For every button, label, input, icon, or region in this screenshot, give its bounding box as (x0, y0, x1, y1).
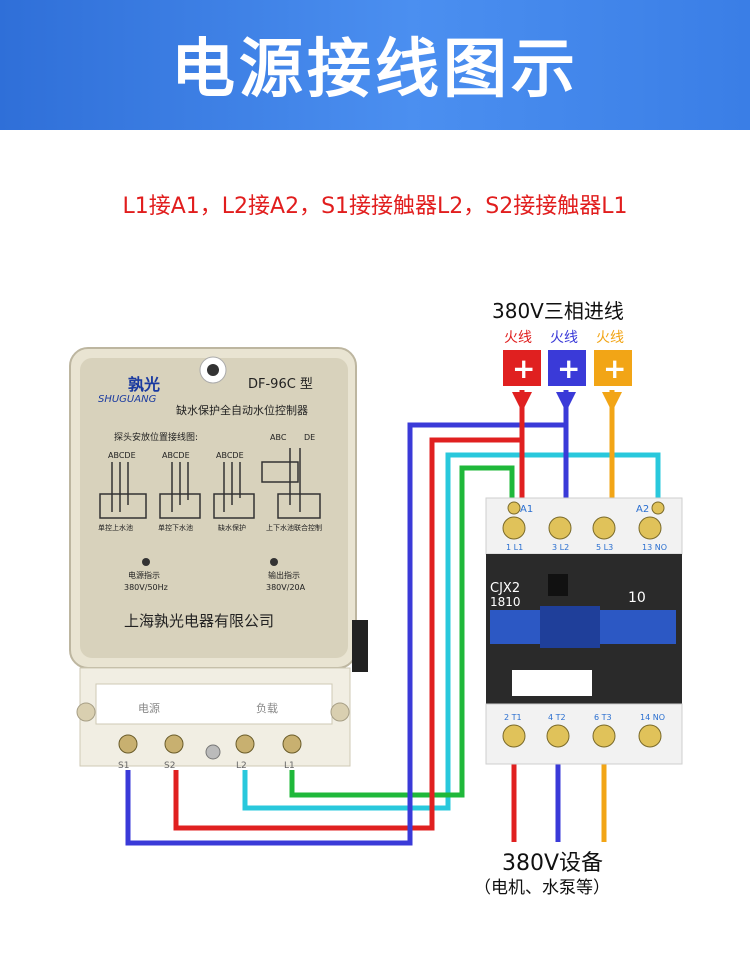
output-rating: 380V/20A (266, 583, 306, 592)
wiring-instruction: L1接A1，L2接A2，S1接接触器L2，S2接接触器L1 (122, 194, 628, 219)
probe-letters-3: ABCDE (216, 451, 244, 460)
probe-letters-2: ABCDE (162, 451, 190, 460)
brand-cn: 孰光 (128, 375, 160, 394)
bottom-terminals (502, 724, 662, 748)
contactor-marker-a1: A1 (520, 504, 533, 515)
mode-3: 缺水保护 (218, 523, 246, 532)
wire-blue-s1-l2 (125, 422, 566, 846)
phase-arrow-red (512, 392, 532, 412)
wire-green-l1-a1 (289, 465, 515, 798)
top-terminal-3: 5 L3 (596, 543, 613, 552)
company-name: 上海孰光电器有限公司 (124, 612, 274, 630)
phase-box-blue (548, 350, 586, 386)
contactor-code: 1810 (490, 595, 521, 609)
output-title: 380V设备 (502, 851, 603, 876)
power-indicator: 电源指示 (128, 570, 160, 580)
mode-4: 上下水池联合控制 (266, 523, 322, 532)
contactor-marker-a2: A2 (636, 504, 649, 515)
phase-arrow-orange (602, 392, 622, 412)
terminal-s2: S2 (164, 761, 175, 771)
phase-symbol-orange: + (603, 352, 626, 385)
bottom-terminal-1: 2 T1 (504, 713, 522, 722)
phase-box-orange (594, 350, 632, 386)
phase-label-orange: 火线 (596, 330, 624, 346)
phase-box-red (503, 350, 541, 386)
output-subtitle: （电机、水泵等） (474, 878, 610, 898)
terminal-group-left: 电源 (138, 701, 160, 715)
probe-title: 探头安放位置接线图: (114, 431, 198, 443)
phase-arrow-blue (556, 392, 576, 412)
page-title: 电源接线图示 (171, 33, 579, 107)
terminal-s1: S1 (118, 761, 129, 771)
bottom-terminal-4: 14 NO (640, 713, 665, 722)
output-indicator: 输出指示 (268, 570, 300, 580)
phase-label-red: 火线 (504, 330, 532, 346)
controller-subtitle: 缺水保护全自动水位控制器 (176, 403, 308, 417)
phase-symbol-red: + (512, 352, 535, 385)
probe-letters-1: ABCDE (108, 451, 136, 460)
contactor-model: CJX2 (490, 581, 520, 596)
brand-en: SHUGUANG (98, 394, 157, 405)
bottom-terminal-2: 4 T2 (548, 713, 566, 722)
model-name: DF-96C 型 (248, 377, 313, 392)
terminal-group-right: 负载 (256, 701, 278, 715)
phase-label-blue: 火线 (550, 330, 578, 346)
bottom-terminal-3: 6 T3 (594, 713, 612, 722)
top-terminal-2: 3 L2 (552, 543, 569, 552)
terminal-l1: L1 (284, 761, 295, 771)
mode-2: 单控下水池 (158, 523, 193, 532)
top-terminal-1: 1 L1 (506, 543, 523, 552)
terminal-l2: L2 (236, 761, 247, 771)
contactor-contact: 10 (628, 590, 646, 606)
power-input-title: 380V三相进线 (492, 299, 624, 323)
top-terminal-4: 13 NO (642, 543, 667, 552)
top-terminals (502, 501, 665, 540)
probe-letters-4a: ABC (270, 433, 287, 442)
header-banner: 电源接线图示 (0, 0, 750, 130)
probe-diagrams (99, 448, 321, 519)
mode-1: 单控上水池 (98, 523, 133, 532)
power-rating: 380V/50Hz (124, 583, 168, 592)
wire-red-s2-l1 (173, 437, 522, 831)
phase-symbol-blue: + (557, 352, 580, 385)
wire-cyan-l2-a2 (242, 452, 661, 811)
probe-letters-4b: DE (304, 433, 315, 442)
